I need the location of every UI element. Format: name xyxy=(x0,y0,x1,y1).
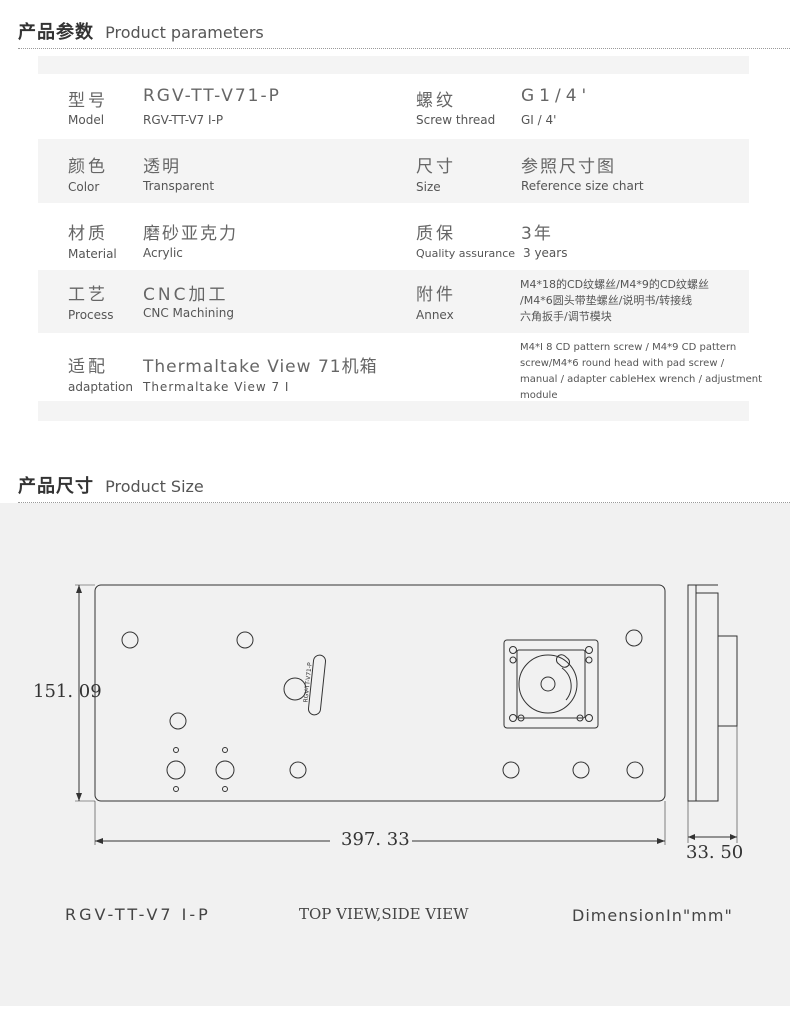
section-title-zh: 产品尺寸 xyxy=(18,476,94,497)
pump-module-inner xyxy=(516,649,586,719)
hole xyxy=(121,631,139,649)
color-label-zh: 颜色 xyxy=(68,157,108,177)
material-value: 磨砂亚克力 xyxy=(143,224,238,244)
hole xyxy=(502,761,520,779)
annex-label-en: Annex xyxy=(416,308,454,322)
pump-ring xyxy=(518,654,578,714)
process-label-en: Process xyxy=(68,308,114,322)
process-value: CNC加工 xyxy=(143,285,229,305)
hole xyxy=(236,631,254,649)
pin-hole xyxy=(173,786,179,792)
size-value-en: Reference size chart xyxy=(521,179,644,193)
hole xyxy=(169,712,187,730)
size-value: 参照尺寸图 xyxy=(521,157,616,177)
process-value-en: CNC Machining xyxy=(143,306,234,320)
material-label-zh: 材质 xyxy=(68,224,108,244)
thread-value: G1/4' xyxy=(521,86,592,106)
hole xyxy=(215,760,235,780)
warranty-label-zh: 质保 xyxy=(416,224,456,244)
caption-units: DimensionIn"mm" xyxy=(572,906,733,925)
color-value-en: Transparent xyxy=(143,179,215,193)
pump-module-outer xyxy=(503,639,599,729)
warranty-value: 3年 xyxy=(521,224,553,244)
pump-inlet xyxy=(555,654,571,668)
section-header-size: 产品尺寸 Product Size xyxy=(18,472,790,503)
band-bottom xyxy=(38,401,749,421)
caption-model: RGV-TT-V7 I-P xyxy=(65,905,211,924)
annex-value-line-2: /M4*6圆头带垫螺丝/说明书/转接线 xyxy=(520,294,693,307)
band-top xyxy=(38,56,749,74)
adaptation-label-en: adaptation xyxy=(68,380,133,394)
warranty-value-en: 3 years xyxy=(523,246,568,260)
thread-label-zh: 螺纹 xyxy=(416,91,456,111)
product-size-drawing-area: 151. 09 397. 33 33. 50 RGV-TT-V71-P RGV-… xyxy=(0,503,790,1006)
section-title-en: Product Size xyxy=(105,477,204,496)
thread-value-en: GI / 4' xyxy=(521,113,557,127)
width-dimension-label: 397. 33 xyxy=(341,829,410,850)
pin-hole xyxy=(222,786,228,792)
annex-en-line-4: module xyxy=(520,390,558,401)
pump-center xyxy=(540,676,556,692)
material-label-en: Material xyxy=(68,247,117,261)
hole xyxy=(166,760,186,780)
hole xyxy=(572,761,590,779)
band-row-process xyxy=(38,270,749,333)
annex-value-line-3: 六角扳手/调节模块 xyxy=(520,310,612,323)
annex-label-zh: 附件 xyxy=(416,285,456,305)
section-header-parameters: 产品参数 Product parameters xyxy=(18,18,790,49)
depth-dimension-label: 33. 50 xyxy=(686,842,744,863)
adaptation-value: Thermaltake View 71机箱 xyxy=(143,357,378,377)
annex-en-line-2: screw/M4*6 round head with pad screw / xyxy=(520,358,725,369)
model-value-en: RGV-TT-V7 I-P xyxy=(143,113,224,127)
adaptation-value-en: Thermaltake View 7 I xyxy=(143,380,290,394)
thread-label-en: Screw thread xyxy=(416,113,496,127)
section-title-en: Product parameters xyxy=(105,23,264,42)
adaptation-label-zh: 适配 xyxy=(68,357,108,377)
height-dimension-label: 151. 09 xyxy=(33,681,102,702)
hole xyxy=(625,629,643,647)
side-view-pump xyxy=(717,635,738,727)
hole xyxy=(626,761,644,779)
annex-en-line-3: manual / adapter cableHex wrench / adjus… xyxy=(520,374,762,385)
warranty-label-en: Quality assurance xyxy=(416,247,516,260)
hole xyxy=(289,761,307,779)
annex-value-line-1: M4*18的CD纹螺丝/M4*9的CD纹螺丝 xyxy=(520,278,709,291)
label-slot xyxy=(307,654,327,716)
pin-hole xyxy=(222,747,228,753)
caption-views: TOP VIEW,SIDE VIEW xyxy=(299,905,469,923)
band-row-color xyxy=(38,139,749,203)
annex-en-line-1: M4*I 8 CD pattern screw / M4*9 CD patter… xyxy=(520,342,737,353)
size-label-zh: 尺寸 xyxy=(416,157,456,177)
side-view-body xyxy=(695,592,719,802)
model-value: RGV-TT-V71-P xyxy=(143,86,281,106)
color-label-en: Color xyxy=(68,180,100,194)
material-value-en: Acrylic xyxy=(143,246,183,260)
technical-drawing xyxy=(75,584,738,845)
pin-hole xyxy=(173,747,179,753)
section-title-zh: 产品参数 xyxy=(18,22,94,43)
plate-outline xyxy=(94,584,666,802)
process-label-zh: 工艺 xyxy=(68,285,108,305)
color-value: 透明 xyxy=(143,157,181,177)
pump-arc xyxy=(561,667,572,701)
side-view-plate xyxy=(687,584,697,802)
hole-large xyxy=(283,677,307,701)
model-label-zh: 型号 xyxy=(68,91,108,111)
size-label-en: Size xyxy=(416,180,441,194)
model-label-en: Model xyxy=(68,113,105,127)
